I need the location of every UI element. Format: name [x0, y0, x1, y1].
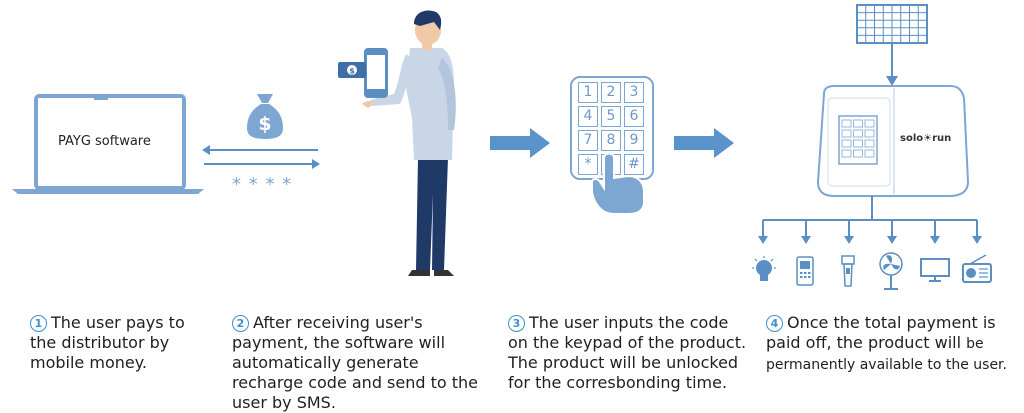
solar-home-system-device — [816, 85, 970, 197]
step-number: 1 — [30, 315, 47, 332]
step-number: 3 — [508, 315, 525, 332]
arrow-right-2 — [674, 128, 734, 158]
keypad-key[interactable]: 8 — [601, 130, 621, 151]
code-mask: * * * * — [232, 174, 293, 195]
svg-text:$: $ — [349, 67, 355, 76]
keypad-key[interactable]: 2 — [601, 82, 621, 103]
step-text: The user pays to the distributor by mobi… — [30, 313, 185, 372]
step-number: 2 — [232, 315, 249, 332]
keypad-key[interactable]: 5 — [601, 106, 621, 127]
keypad-keys: 1 2 3 4 5 6 7 8 9 * 0 # — [578, 82, 644, 175]
step-text-small: be permanently available to the user. — [766, 336, 1007, 373]
keypad-key[interactable]: 9 — [624, 130, 644, 151]
keypad-key[interactable]: 7 — [578, 130, 598, 151]
pressing-finger-icon — [591, 152, 645, 214]
svg-text:$: $ — [258, 113, 271, 135]
two-way-arrows — [202, 145, 320, 169]
keypad-key[interactable]: 1 — [578, 82, 598, 103]
laptop-label: PAYG software — [58, 134, 151, 149]
arrow-right-1 — [490, 128, 550, 158]
person-with-phone-illustration: $ — [338, 10, 456, 276]
fan-icon — [879, 252, 903, 290]
money-bag-icon: $ — [247, 94, 283, 139]
flashlight-icon — [841, 255, 855, 287]
keypad-key[interactable]: * — [578, 154, 598, 175]
keypad-key[interactable]: 4 — [578, 106, 598, 127]
tv-icon — [920, 258, 950, 282]
solar-panel-icon — [856, 4, 928, 44]
phone-icon — [796, 256, 814, 286]
bulb-icon — [752, 256, 776, 281]
keypad-key[interactable]: 3 — [624, 82, 644, 103]
step-text: After receiving user's payment, the soft… — [232, 313, 479, 412]
arrow-down-icon — [886, 44, 898, 86]
keypad-key[interactable]: # — [624, 154, 644, 175]
radio-icon — [962, 254, 992, 283]
brand-logo: solo☀run — [900, 133, 952, 144]
keypad-key[interactable]: 6 — [624, 106, 644, 127]
distribution-lines — [758, 196, 982, 244]
step-number: 4 — [766, 315, 783, 332]
laptop-icon — [12, 94, 204, 194]
step-text: Once the total payment is paid off, the … — [766, 313, 996, 352]
step-text: The user inputs the code on the keypad o… — [508, 313, 747, 392]
